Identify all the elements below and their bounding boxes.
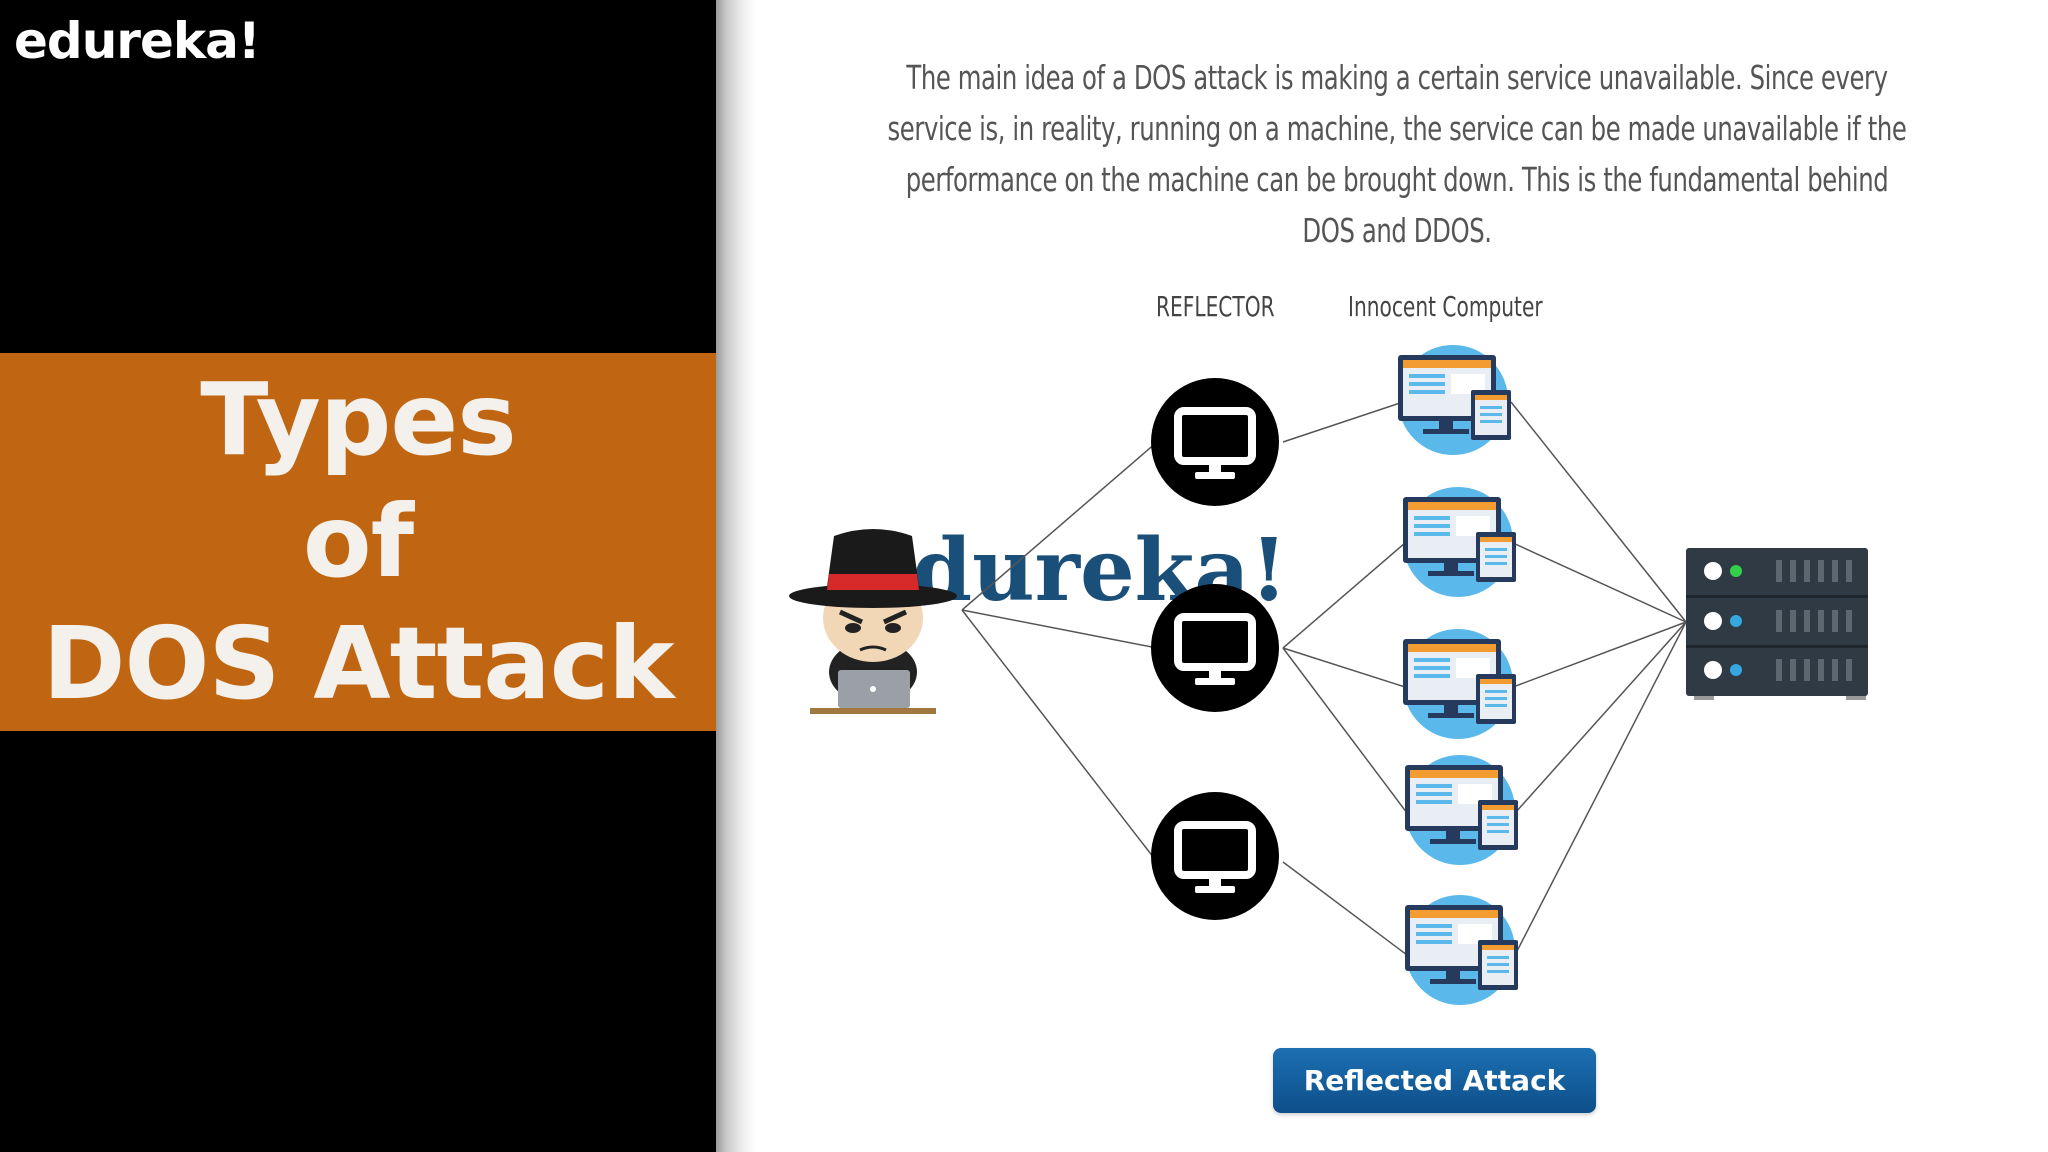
innocent-computer-icon-2 xyxy=(1403,487,1516,597)
innocent-computer-icon-4 xyxy=(1405,755,1518,865)
innocent-computer-icon-5 xyxy=(1405,895,1518,1005)
reflected-attack-button[interactable]: Reflected Attack xyxy=(1273,1048,1596,1113)
title-line-3: DOS Attack xyxy=(42,605,674,722)
brand-logo: edureka! xyxy=(14,12,261,70)
reflector-monitor-icon-1 xyxy=(1151,378,1279,506)
intro-paragraph: The main idea of a DOS attack is making … xyxy=(887,58,1907,250)
reflector-monitor-icon-2 xyxy=(1151,584,1279,712)
connection-lines xyxy=(961,401,1687,956)
hacker-icon xyxy=(789,529,957,714)
divider-shadow xyxy=(716,0,756,1152)
title-line-2: of xyxy=(302,483,414,600)
reflector-label: REFLECTOR xyxy=(1156,290,1275,323)
innocent-computer-label: Innocent Computer xyxy=(1348,290,1543,323)
left-panel: edureka! Types of DOS Attack xyxy=(0,0,716,1152)
title-band: Types of DOS Attack xyxy=(0,353,716,731)
innocent-computer-icon-3 xyxy=(1403,629,1516,739)
title-line-1: Types xyxy=(200,361,516,478)
reflector-monitor-icon-3 xyxy=(1151,792,1279,920)
server-icon xyxy=(1686,548,1868,700)
innocent-computer-icon-1 xyxy=(1398,345,1511,455)
